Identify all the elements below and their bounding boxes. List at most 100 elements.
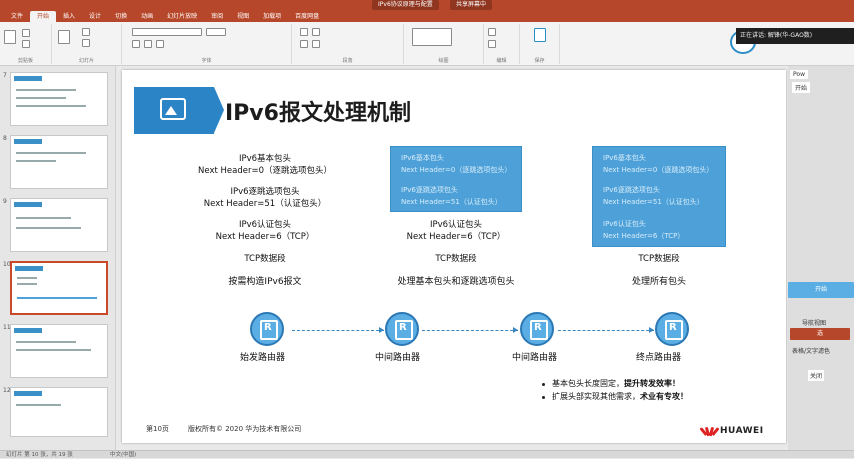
reset-icon[interactable] bbox=[82, 39, 90, 47]
group-label-paragraph: 段落 bbox=[342, 58, 353, 64]
align-left-icon[interactable] bbox=[300, 40, 308, 48]
status-bar: 幻灯片 第 10 张，共 19 张 中文(中国) bbox=[0, 450, 854, 458]
font-family-select[interactable] bbox=[132, 28, 202, 36]
panel-close-button[interactable]: 关闭 bbox=[808, 370, 825, 381]
tab-review[interactable]: 审阅 bbox=[211, 13, 224, 20]
underline-icon[interactable] bbox=[156, 40, 164, 48]
slide-thumbnail[interactable] bbox=[10, 135, 108, 189]
group-slides: 幻灯片 bbox=[52, 24, 122, 64]
thumb-number: 8 bbox=[3, 135, 7, 142]
bullet-1-bold: 提升转发效率！ bbox=[624, 379, 680, 388]
bullet-dot bbox=[542, 383, 545, 386]
router-icon bbox=[385, 312, 419, 346]
col3-box-line4: Next Header=51（认证包头） bbox=[603, 198, 704, 206]
link-line bbox=[558, 330, 654, 331]
slide-thumbnail-selected[interactable] bbox=[10, 261, 108, 315]
slide-thumbnail[interactable] bbox=[10, 72, 108, 126]
thumb-number: 11 bbox=[3, 324, 11, 331]
ribbon-tabs: 文件 开始 插入 设计 切换 动画 幻灯片放映 审阅 视图 加载项 百度网盘 bbox=[0, 10, 854, 22]
col3-box-line6: Next Header=6（TCP） bbox=[603, 232, 685, 240]
new-slide-icon[interactable] bbox=[58, 30, 70, 44]
status-slide-info: 幻灯片 第 10 张，共 19 张 bbox=[6, 452, 73, 458]
find-icon[interactable] bbox=[488, 28, 496, 36]
col3-line7: TCP数据段 bbox=[638, 254, 680, 264]
footer-copyright: 版权所有© 2020 华为技术有限公司 bbox=[188, 425, 302, 433]
panel-select-button[interactable]: 选 bbox=[790, 328, 850, 340]
slide-title: IPv6报文处理机制 bbox=[225, 101, 411, 126]
align-center-icon[interactable] bbox=[312, 40, 320, 48]
tab-animations[interactable]: 动画 bbox=[141, 13, 154, 20]
title-bar: IPv6协议原理与配置 共享屏幕中 bbox=[0, 0, 854, 10]
col1-line3: IPv6逐跳选项包头 bbox=[230, 187, 300, 197]
shapes-gallery[interactable] bbox=[412, 28, 452, 46]
router-icon bbox=[655, 312, 689, 346]
copy-icon[interactable] bbox=[22, 40, 30, 48]
group-label-clipboard: 剪贴板 bbox=[17, 58, 33, 64]
slide-thumbnails-panel[interactable]: 7 8 9 10 11 12 bbox=[0, 66, 116, 450]
col2-box-line1: IPv6基本包头 bbox=[401, 154, 444, 162]
bullet-dot bbox=[542, 396, 545, 399]
col3-box-line1: IPv6基本包头 bbox=[603, 154, 646, 162]
bullets-icon[interactable] bbox=[300, 28, 308, 36]
col1-line6: Next Header=6（TCP） bbox=[215, 232, 315, 242]
thumb-number: 12 bbox=[3, 387, 11, 394]
font-size-select[interactable] bbox=[206, 28, 226, 36]
tab-transitions[interactable]: 切换 bbox=[115, 13, 128, 20]
col3-box-line5: IPv6认证包头 bbox=[603, 220, 646, 228]
tab-file[interactable]: 文件 bbox=[11, 13, 24, 20]
bullet-2: 扩展头部实现其他需求，术业有专攻！ bbox=[552, 391, 688, 402]
link-line bbox=[422, 330, 518, 331]
link-arrow bbox=[649, 327, 654, 333]
col1-line7: TCP数据段 bbox=[244, 254, 286, 264]
col1-line5: IPv6认证包头 bbox=[238, 220, 292, 230]
bold-icon[interactable] bbox=[132, 40, 140, 48]
tab-view[interactable]: 视图 bbox=[237, 13, 250, 20]
slide-canvas[interactable]: IPv6报文处理机制 IPv6基本包头 Next Header=0（逐跳选项包头… bbox=[122, 70, 786, 443]
router-label-destination: 终点路由器 bbox=[636, 353, 682, 363]
col3-box-line3: IPv6逐跳选项包头 bbox=[603, 186, 660, 194]
bullet-2-bold: 术业有专攻！ bbox=[640, 392, 688, 401]
tab-home[interactable]: 开始 bbox=[30, 11, 57, 22]
thumb-number: 9 bbox=[3, 198, 7, 205]
tab-addins[interactable]: 加载项 bbox=[263, 13, 282, 20]
col1-line1: IPv6基本包头 bbox=[238, 154, 292, 164]
cut-icon[interactable] bbox=[22, 29, 30, 37]
numbering-icon[interactable] bbox=[312, 28, 320, 36]
col2-box-line2: Next Header=0（逐跳选项包头） bbox=[401, 166, 512, 174]
col2-box-line4: Next Header=51（认证包头） bbox=[401, 198, 502, 206]
link-line bbox=[292, 330, 384, 331]
bullet-1: 基本包头长度固定，提升转发效率！ bbox=[552, 378, 680, 389]
tab-slideshow[interactable]: 幻灯片放映 bbox=[167, 13, 198, 20]
layout-icon[interactable] bbox=[82, 28, 90, 36]
panel-table-filter[interactable]: 表格/文字滤色 bbox=[792, 348, 831, 355]
col2-line6: Next Header=6（TCP） bbox=[406, 232, 506, 242]
group-label-font: 字体 bbox=[201, 58, 212, 64]
group-clipboard: 剪贴板 bbox=[0, 24, 52, 64]
panel-start-button[interactable]: 开始 bbox=[792, 82, 811, 93]
panel-primary-button[interactable]: 开始 bbox=[788, 282, 854, 298]
col2-line7: TCP数据段 bbox=[435, 254, 477, 264]
tab-insert[interactable]: 插入 bbox=[63, 13, 76, 20]
paste-icon[interactable] bbox=[4, 30, 16, 44]
col1-caption: 按需构造IPv6报文 bbox=[228, 277, 302, 287]
right-side-panel: Pow 开始 开始 导航视图 选 表格/文字滤色 关闭 bbox=[788, 66, 854, 450]
group-label-save: 保存 bbox=[534, 58, 545, 64]
italic-icon[interactable] bbox=[144, 40, 152, 48]
col3-box-line2: Next Header=0（逐跳选项包头） bbox=[603, 166, 714, 174]
tab-baidu[interactable]: 百度网盘 bbox=[295, 13, 320, 20]
ribbon: 剪贴板 幻灯片 字体 段落 绘图 编辑 保存 bbox=[0, 22, 854, 66]
save-to-cloud-icon[interactable] bbox=[534, 28, 546, 42]
footer-page-number: 第10页 bbox=[146, 425, 169, 433]
router-label-transit2: 中间路由器 bbox=[512, 353, 558, 363]
col2-processed-box: IPv6基本包头 Next Header=0（逐跳选项包头） IPv6逐跳选项包… bbox=[390, 146, 522, 212]
replace-icon[interactable] bbox=[488, 40, 496, 48]
slide-thumbnail[interactable] bbox=[10, 387, 108, 437]
panel-nav-view[interactable]: 导航视图 bbox=[802, 320, 827, 327]
bullet-2-text: 扩展头部实现其他需求， bbox=[552, 392, 640, 401]
slide-thumbnail[interactable] bbox=[10, 324, 108, 378]
group-label-drawing: 绘图 bbox=[438, 58, 449, 64]
slide-thumbnail[interactable] bbox=[10, 198, 108, 252]
huawei-logo-icon bbox=[699, 426, 720, 437]
huawei-logo-text: HUAWEI bbox=[720, 426, 764, 436]
tab-design[interactable]: 设计 bbox=[89, 13, 102, 20]
